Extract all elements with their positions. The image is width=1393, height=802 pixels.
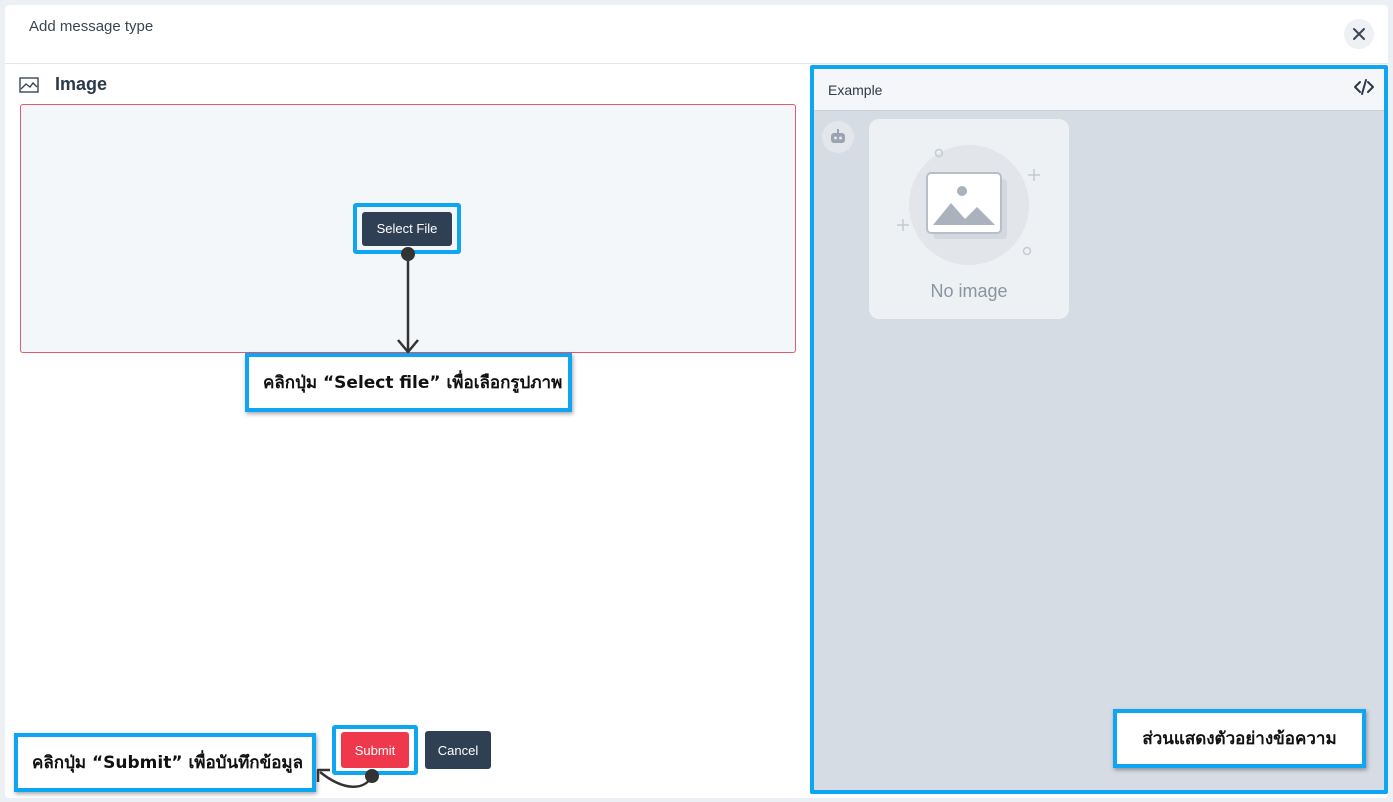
editor-pane: Image [5,64,805,798]
image-icon [19,76,39,93]
code-icon[interactable] [1354,79,1374,95]
submit-highlight: Submit [332,725,418,775]
no-image-label: No image [930,281,1008,301]
example-preview-panel: Example [810,65,1388,794]
example-annotation: ส่วนแสดงตัวอย่างข้อความ [1113,709,1366,768]
avatar [822,121,854,153]
close-button[interactable] [1344,19,1374,49]
example-title: Example [828,82,883,98]
submit-annotation: คลิกปุ่ม “Submit” เพื่อบันทึกข้อมูล [14,733,316,792]
image-placeholder-icon [897,145,1040,265]
submit-button[interactable]: Submit [341,732,409,768]
close-icon [1353,28,1365,40]
section-header: Image [19,74,107,95]
cancel-button[interactable]: Cancel [425,731,491,769]
select-file-button[interactable]: Select File [362,211,452,246]
section-title: Image [55,74,108,94]
example-header: Example [814,69,1384,111]
robot-icon [831,129,845,143]
modal-title: Add message type [29,18,154,35]
message-preview-image: No image [869,119,1069,319]
modal-header: Add message type [5,5,1388,64]
select-file-highlight: Select File [353,203,461,254]
select-file-annotation: คลิกปุ่ม “Select file” เพื่อเลือกรูปภาพ [245,353,572,412]
add-message-type-modal: Add message type Image Example [5,5,1388,798]
